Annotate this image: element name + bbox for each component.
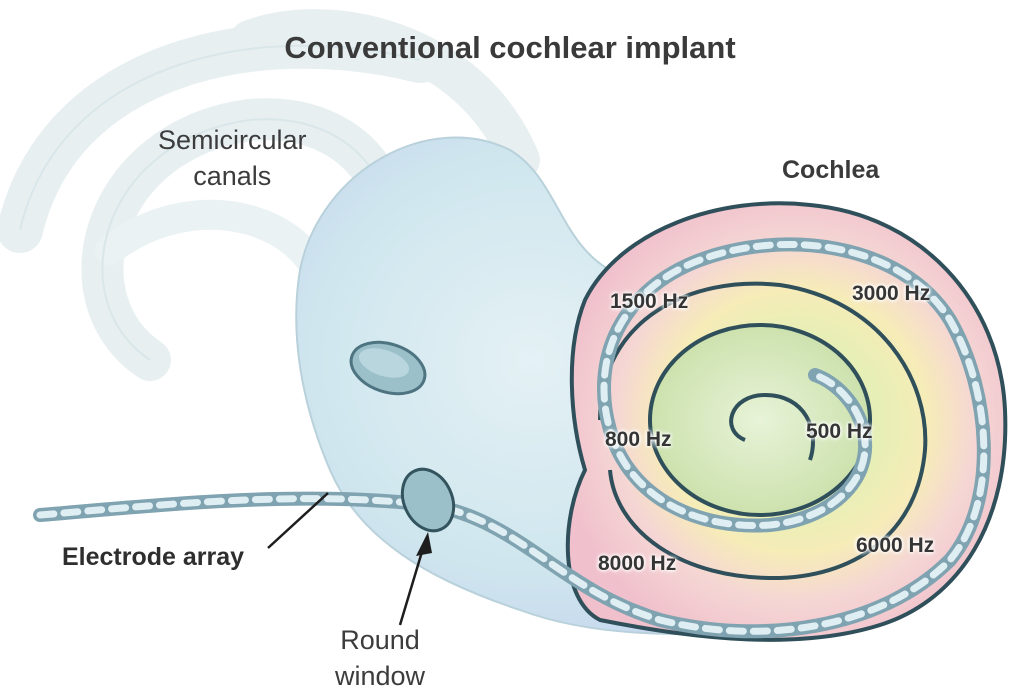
freq-800-label: 800 Hz: [605, 428, 672, 452]
freq-3000-label: 3000 Hz: [852, 282, 930, 306]
freq-6000-label: 6000 Hz: [856, 534, 934, 558]
cochlea-label: Cochlea: [782, 156, 879, 185]
electrode-array-label: Electrode array: [62, 543, 244, 572]
freq-500-label: 500 Hz: [806, 420, 873, 444]
semicircular-canals-label: Semicircular canals: [158, 122, 307, 194]
round-window-label-line1: Round: [335, 622, 425, 658]
freq-8000-label: 8000 Hz: [598, 552, 676, 576]
round-window-label-line2: window: [335, 658, 425, 694]
semicircular-label-line2: canals: [158, 158, 307, 194]
semicircular-label-line1: Semicircular: [158, 122, 307, 158]
figure-title: Conventional cochlear implant: [0, 30, 1020, 66]
freq-1500-label: 1500 Hz: [610, 290, 688, 314]
round-window-label: Round window: [335, 622, 425, 694]
